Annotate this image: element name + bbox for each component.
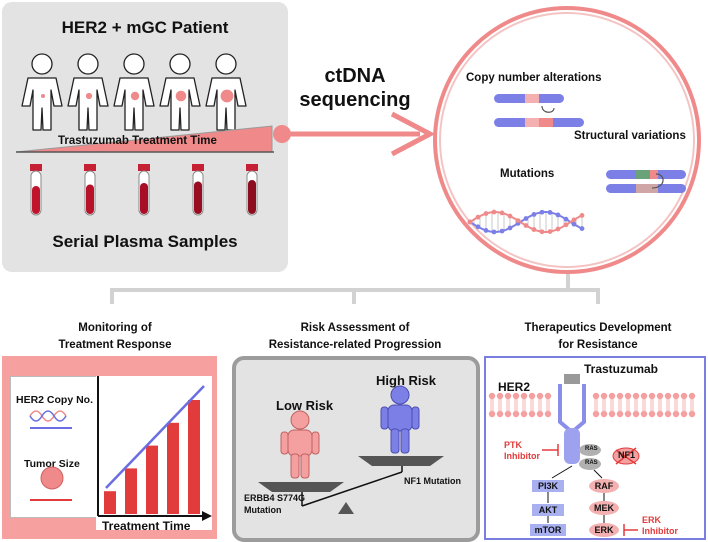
copy-number-label: Copy number alterations <box>466 72 602 84</box>
high-risk-person <box>380 385 420 454</box>
ctdna-label: ctDNA sequencing <box>290 64 420 112</box>
genomic-alterations-circle <box>433 6 701 274</box>
cell-membrane <box>488 392 696 418</box>
erbb4-mutation-line2: Mutation <box>244 505 282 515</box>
tumor-size-bar <box>188 400 200 514</box>
her2-copy-label: HER2 Copy No. <box>16 394 94 406</box>
blood-tube <box>30 164 42 216</box>
treatment-time-label: Trastuzumab Treatment Time <box>58 135 217 147</box>
serial-plasma-label: Serial Plasma Samples <box>52 232 238 251</box>
patient-figures <box>21 53 247 131</box>
patient-illustration <box>15 53 274 216</box>
ctdna-label-line1: ctDNA <box>324 65 386 87</box>
trastuzumab-label: Trastuzumab <box>584 362 659 376</box>
patient-figure <box>113 53 155 131</box>
tumor-size-bar <box>167 422 179 514</box>
high-risk-mutation: NF1 Mutation <box>404 476 461 486</box>
risk-title-line1: Risk Assessment of <box>300 322 410 334</box>
patient-panel-title: HER2 + mGC Patient <box>61 18 229 37</box>
structural-variations-label: Structural variations <box>574 130 686 142</box>
therapeutics-title-line2: for Resistance <box>558 339 638 351</box>
risk-balance-illustration <box>258 385 444 514</box>
mtor-label: mTOR <box>534 525 562 535</box>
ptk-inhibitor-line1: PTK <box>504 440 522 450</box>
sequencing-arrow <box>273 111 436 157</box>
akt-label: AKT <box>538 505 558 515</box>
copy-number-chromosomes <box>494 94 584 127</box>
mek-label: MEK <box>594 503 614 513</box>
monitoring-chart <box>97 376 212 521</box>
her2-receptor <box>564 428 580 464</box>
low-risk-mutation: ERBB4 S774G Mutation <box>244 492 305 516</box>
risk-title-line2: Resistance-related Progression <box>268 339 442 351</box>
ras-label-2: RAS <box>585 460 598 466</box>
tumor-size-bar <box>125 468 137 514</box>
blood-tube <box>192 164 204 216</box>
mutation-dna-helix <box>467 209 585 235</box>
erk-inhibitor-label: ERK Inhibitor <box>642 515 678 537</box>
monitoring-title: Monitoring of Treatment Response <box>20 320 210 354</box>
mek-node <box>589 501 619 515</box>
erk-inhibitor-line2: Inhibitor <box>642 526 678 536</box>
low-risk-label: Low Risk <box>276 398 334 413</box>
structural-variation-chromosomes <box>606 170 686 193</box>
trastuzumab-antibody <box>564 374 580 384</box>
patient-figure <box>159 53 201 131</box>
pi3k-label: PI3K <box>537 481 558 491</box>
pathway-diagram <box>488 374 696 537</box>
blood-tubes <box>30 164 258 216</box>
pi3k-node <box>532 480 564 492</box>
patient-figure <box>205 53 247 131</box>
raf-label: RAF <box>594 481 614 491</box>
treatment-time-axis-label: Treatment Time <box>102 519 191 533</box>
ptk-inhibitor-label: PTK Inhibitor <box>504 440 540 462</box>
tumor-size-bar <box>104 491 116 514</box>
blood-tube <box>246 164 258 216</box>
patient-figure <box>67 53 109 131</box>
therapeutics-title-line1: Therapeutics Development <box>524 322 672 334</box>
risk-panel <box>232 356 480 542</box>
tumor-size-bar <box>146 445 158 514</box>
raf-node <box>589 479 619 493</box>
ptk-inhibitor-line2: Inhibitor <box>504 451 540 461</box>
erbb4-mutation-line1: ERBB4 S774G <box>244 493 306 503</box>
section-bracket <box>110 274 600 304</box>
mtor-node <box>530 524 566 536</box>
blood-tube <box>138 164 150 216</box>
nf1-label: NF1 <box>618 450 636 460</box>
monitoring-title-line1: Monitoring of <box>78 322 152 334</box>
erk-label: ERK <box>594 525 614 535</box>
her2-label: HER2 <box>498 380 531 394</box>
high-risk-label: High Risk <box>376 373 436 388</box>
risk-title: Risk Assessment of Resistance-related Pr… <box>240 320 470 354</box>
ctdna-label-line2: sequencing <box>299 89 411 111</box>
akt-node <box>532 504 564 516</box>
monitoring-legend-icons <box>29 410 72 501</box>
monitoring-legend-box <box>10 376 98 518</box>
erk-node <box>589 523 619 537</box>
patient-figure <box>21 53 63 131</box>
ras-protein-1 <box>579 444 601 456</box>
ras-protein-2 <box>579 458 601 470</box>
her2-trend-line <box>105 385 205 489</box>
monitoring-title-line2: Treatment Response <box>58 339 172 351</box>
ras-label-1: RAS <box>585 446 598 452</box>
mutations-label: Mutations <box>500 168 555 180</box>
erk-inhibitor-line1: ERK <box>642 515 662 525</box>
tumor-size-label: Tumor Size <box>24 458 80 470</box>
blood-tube <box>84 164 96 216</box>
low-risk-person <box>280 410 320 479</box>
therapeutics-title: Therapeutics Development for Resistance <box>488 320 708 354</box>
